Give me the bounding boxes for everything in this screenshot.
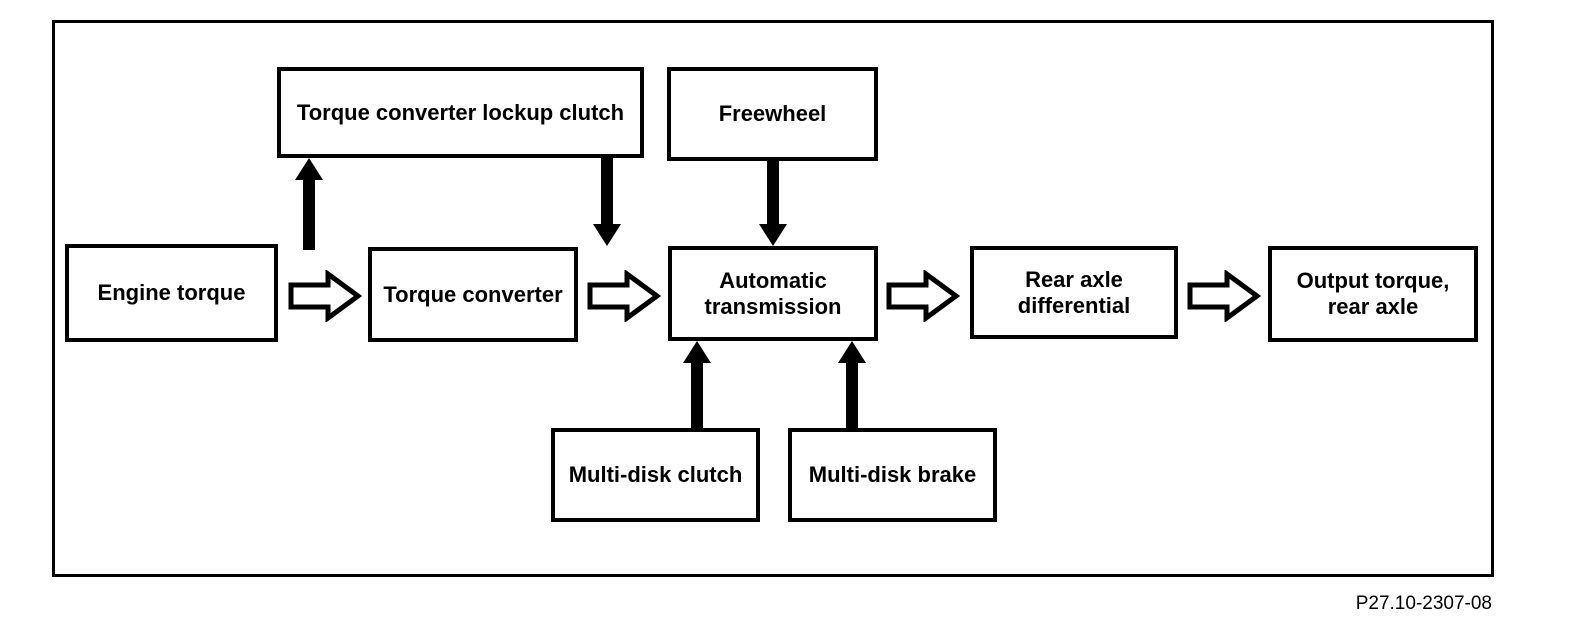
node-engine-torque: Engine torque bbox=[65, 244, 278, 342]
up-arrow-from-multi-disk-brake-icon bbox=[838, 341, 866, 428]
node-label: Multi-disk brake bbox=[808, 462, 977, 487]
down-arrow-from-freewheel-icon bbox=[759, 159, 787, 246]
node-multi-disk-clutch: Multi-disk clutch bbox=[551, 428, 760, 522]
figure-code: P27.10-2307-08 bbox=[1355, 593, 1492, 614]
flow-arrow-transmission-to-differential-icon bbox=[886, 270, 960, 322]
node-rear-axle-differential: Rear axle differential bbox=[970, 246, 1178, 339]
node-label: Rear axle differential bbox=[1017, 266, 1131, 318]
node-automatic-transmission: Automatic transmission bbox=[668, 246, 878, 341]
node-label: Freewheel bbox=[718, 101, 827, 126]
diagram-frame bbox=[52, 20, 1494, 577]
node-freewheel: Freewheel bbox=[667, 67, 878, 161]
node-output-torque-rear-axle: Output torque, rear axle bbox=[1268, 246, 1478, 342]
node-label: Automatic transmission bbox=[704, 267, 842, 319]
flow-arrow-converter-to-transmission-icon bbox=[587, 270, 661, 322]
flow-arrow-differential-to-output-icon bbox=[1187, 270, 1261, 322]
node-label: Output torque, rear axle bbox=[1296, 268, 1450, 319]
node-label: Engine torque bbox=[97, 280, 246, 305]
node-multi-disk-brake: Multi-disk brake bbox=[788, 428, 997, 522]
node-torque-converter-lockup-clutch: Torque converter lockup clutch bbox=[277, 67, 644, 158]
down-arrow-from-lockup-clutch-icon bbox=[593, 158, 621, 246]
up-arrow-to-lockup-clutch-icon bbox=[295, 158, 323, 250]
node-torque-converter: Torque converter bbox=[368, 247, 578, 342]
node-label: Torque converter bbox=[383, 281, 563, 307]
node-label: Torque converter lockup clutch bbox=[296, 99, 625, 125]
node-label: Multi-disk clutch bbox=[568, 462, 743, 487]
up-arrow-from-multi-disk-clutch-icon bbox=[683, 341, 711, 428]
flow-arrow-engine-to-converter-icon bbox=[288, 270, 362, 322]
